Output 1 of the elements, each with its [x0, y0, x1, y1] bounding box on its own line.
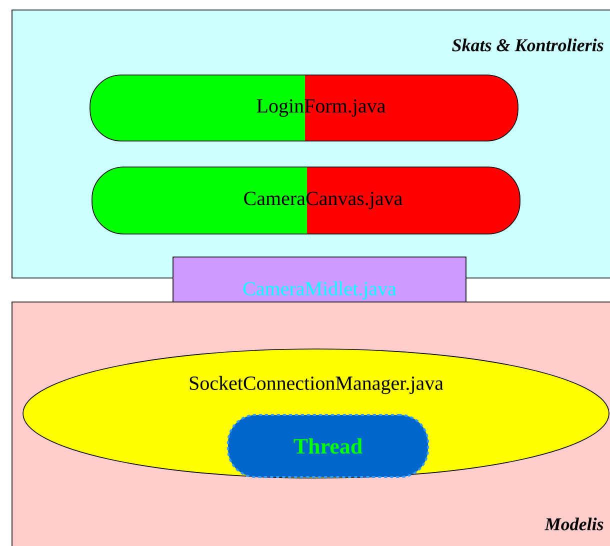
thread-pill: Thread	[227, 414, 429, 478]
